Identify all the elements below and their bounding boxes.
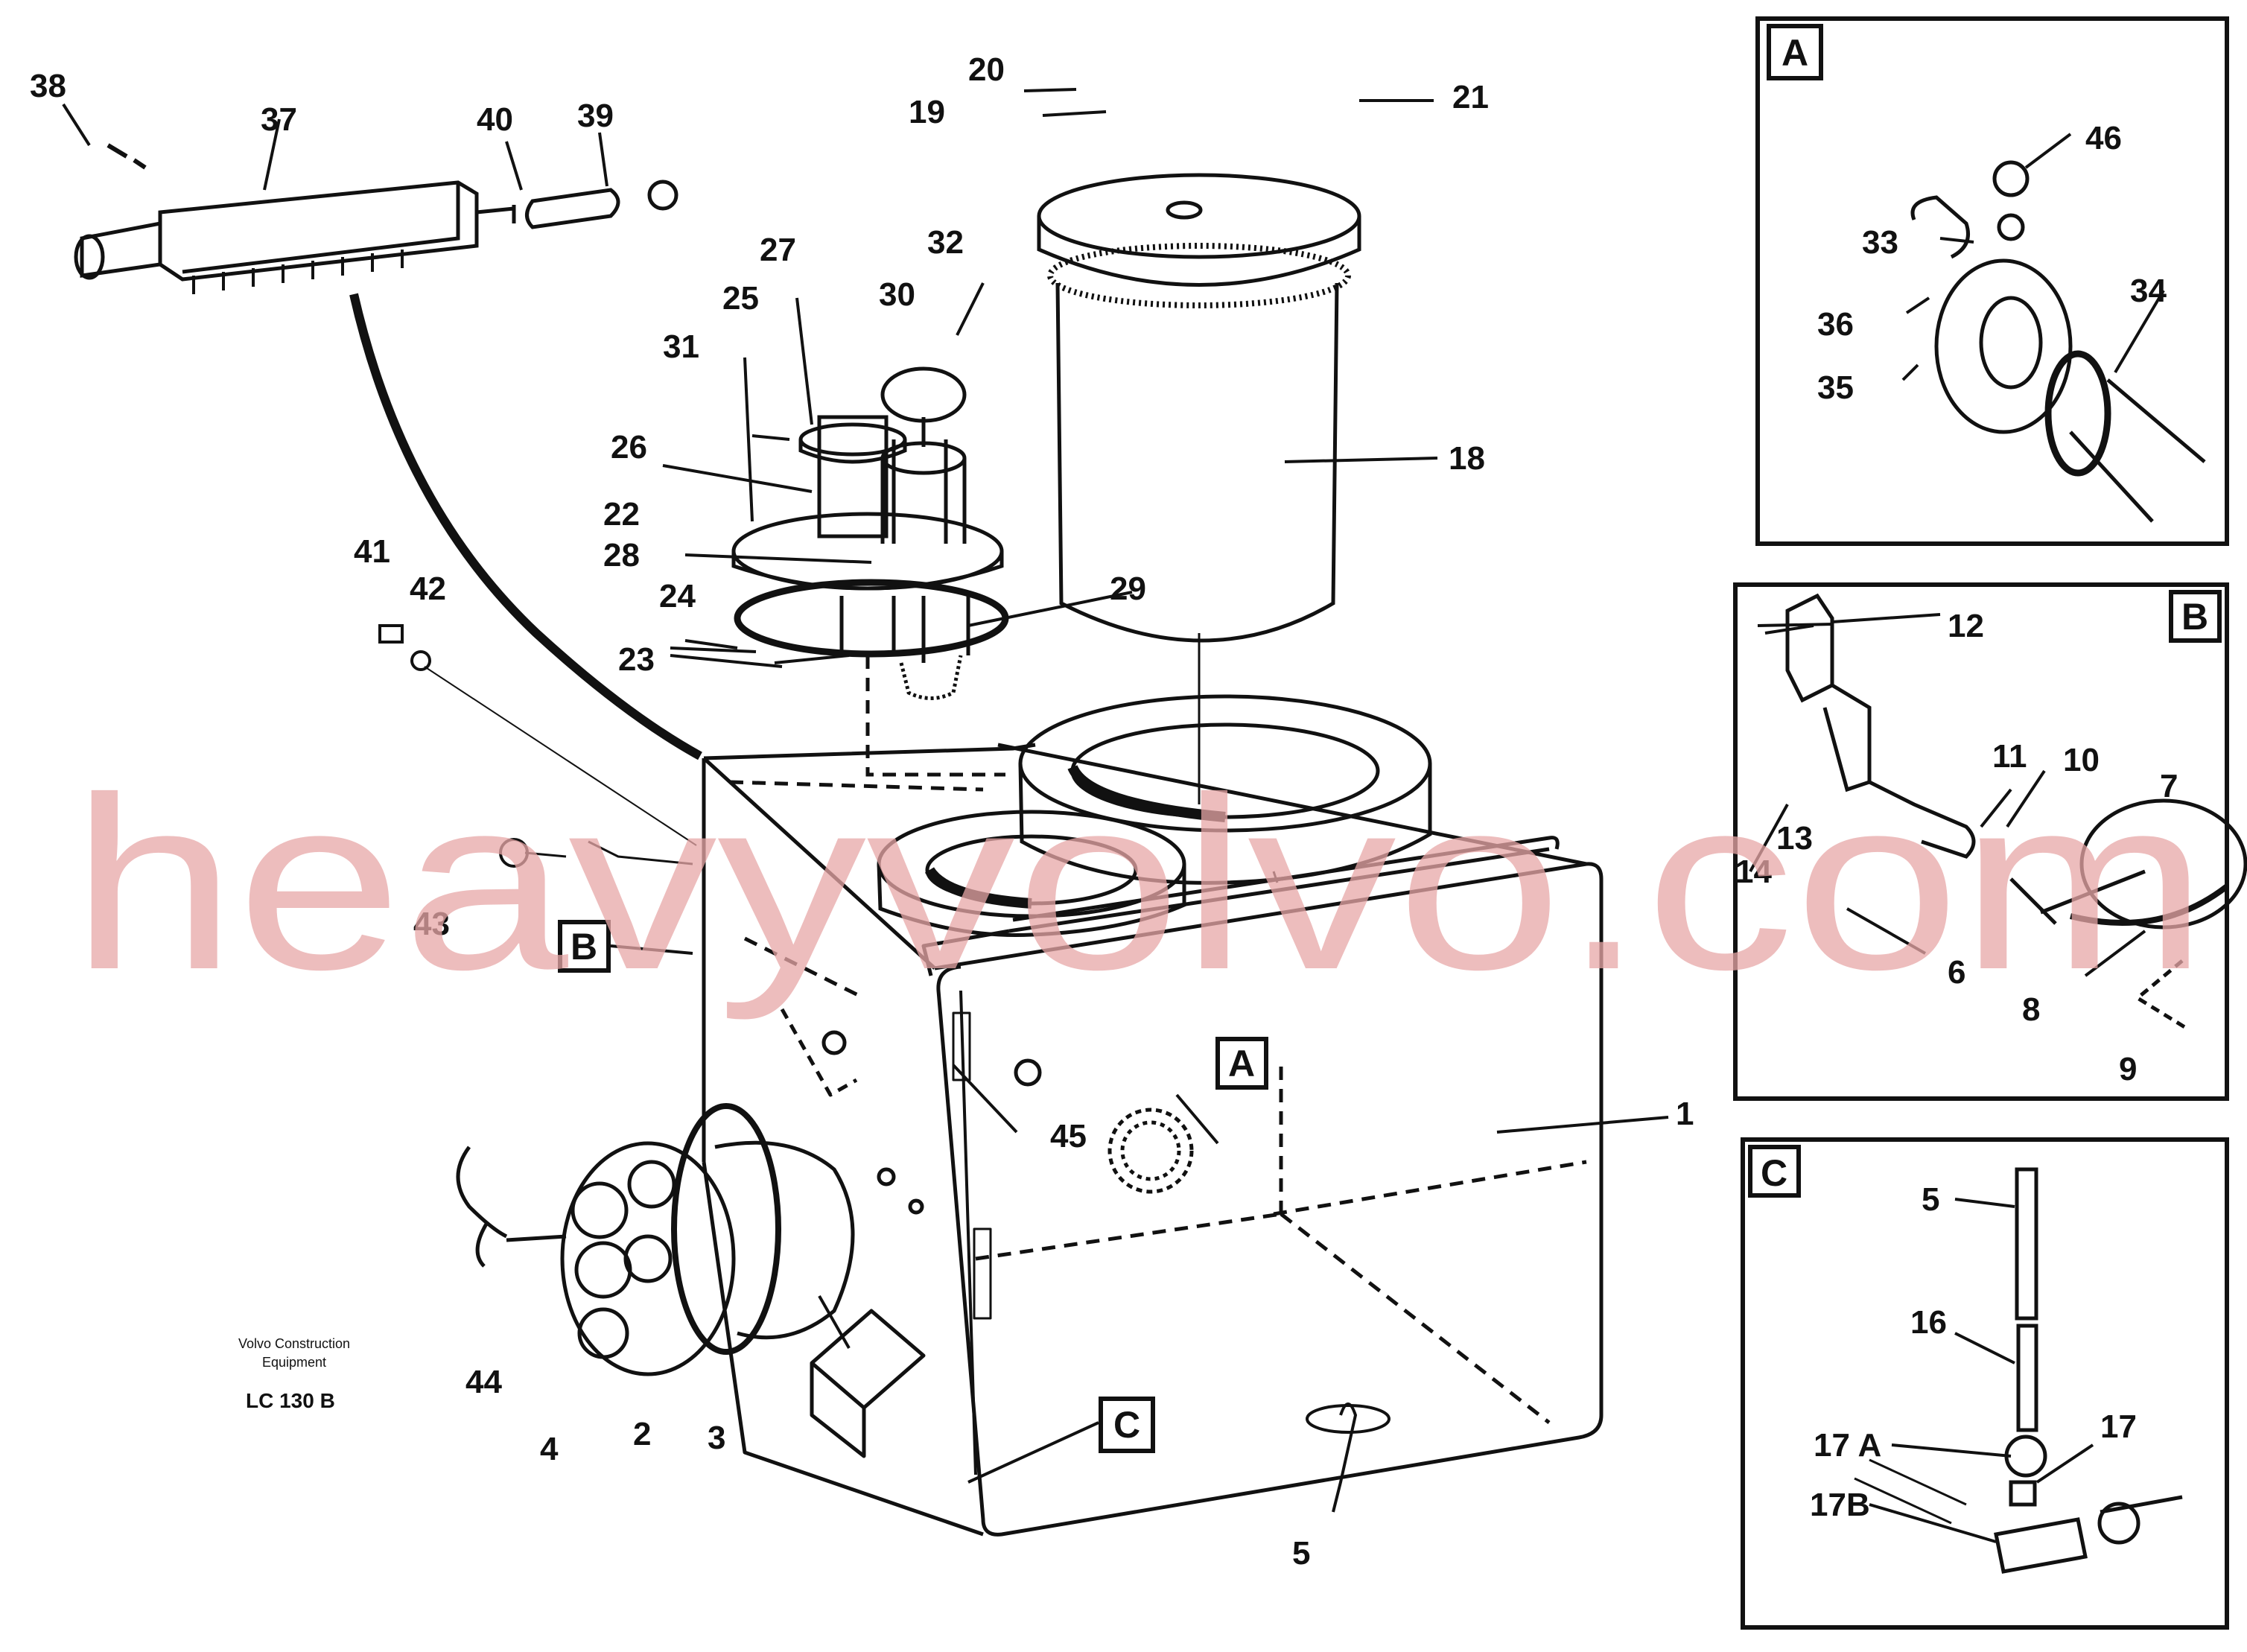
top-flange-large [1018, 694, 1432, 885]
label-21: 21 [1452, 79, 1489, 115]
suction-flange [456, 1103, 855, 1376]
watermark: heavyvolvo.com [71, 746, 2208, 1022]
leader-lines [62, 88, 2165, 1543]
view-b-drawing [1785, 593, 2247, 1030]
label-a33: 33 [1862, 224, 1898, 261]
label-26: 26 [611, 429, 647, 466]
label-b13: 13 [1776, 820, 1813, 857]
cover-assembly [731, 366, 1009, 777]
filter-element [1037, 173, 1361, 804]
view-marker-b: B [558, 920, 693, 973]
label-c5: 5 [1922, 1181, 1939, 1218]
label-25: 25 [722, 280, 759, 317]
label-1: 1 [1676, 1096, 1694, 1132]
label-b7: 7 [2160, 768, 2178, 804]
label-b12: 12 [1948, 608, 1984, 644]
label-45: 45 [1050, 1118, 1087, 1154]
view-a-frame [1755, 16, 2229, 546]
label-40: 40 [477, 101, 513, 138]
footer-line1: Volvo Construction [238, 1336, 350, 1351]
label-29: 29 [1110, 571, 1146, 607]
label-30: 30 [879, 276, 915, 313]
view-b-labels: 6 7 8 9 10 11 12 13 14 [1735, 608, 2178, 1087]
label-44: 44 [465, 1364, 502, 1400]
label-b6: 6 [1948, 954, 1965, 991]
svg-text:C: C [1761, 1152, 1787, 1194]
view-marker-a: A [1215, 1037, 1268, 1090]
label-a34: 34 [2130, 273, 2167, 309]
label-39: 39 [577, 98, 614, 134]
label-c17a: 17 A [1814, 1427, 1881, 1464]
svg-text:A: A [1782, 32, 1808, 74]
label-43: 43 [413, 906, 450, 942]
label-a36: 36 [1817, 306, 1854, 343]
hydraulic-tank [702, 743, 1604, 1537]
view-c-labels: 5 16 17 17 A 17B [1810, 1181, 2137, 1523]
small-parts [378, 624, 1391, 1513]
footer-block: Volvo Construction Equipment LC 130 B [238, 1336, 350, 1412]
manifold-block [74, 143, 678, 294]
label-42: 42 [410, 571, 446, 607]
svg-text:C: C [1113, 1404, 1140, 1446]
top-flange-small [877, 810, 1186, 938]
svg-text:B: B [2181, 596, 2208, 638]
label-20: 20 [968, 51, 1005, 88]
label-a35: 35 [1817, 369, 1854, 406]
label-c17b: 17B [1810, 1487, 1870, 1523]
part-number-labels: 1 2 3 4 5 18 19 20 21 22 23 24 25 26 27 … [30, 51, 1694, 1572]
label-b8: 8 [2022, 991, 2040, 1028]
label-b10: 10 [2063, 742, 2100, 778]
view-c-frame [1741, 1137, 2229, 1630]
label-c17: 17 [2100, 1408, 2137, 1445]
return-hose [349, 293, 702, 760]
label-38: 38 [30, 68, 66, 104]
view-a-labels: 33 34 35 36 46 [1817, 120, 2167, 406]
view-a-tag: A [1767, 24, 1823, 80]
label-27: 27 [760, 232, 796, 268]
label-b14: 14 [1735, 854, 1772, 890]
view-c-tag: C [1748, 1145, 1801, 1198]
label-41: 41 [354, 533, 390, 570]
label-22: 22 [603, 496, 640, 533]
label-a46: 46 [2085, 120, 2122, 156]
view-marker-c: C [967, 1397, 1155, 1484]
label-3: 3 [708, 1420, 725, 1456]
label-24: 24 [659, 578, 696, 614]
footer-line2: Equipment [262, 1355, 326, 1370]
svg-text:B: B [571, 926, 597, 968]
label-c16: 16 [1910, 1304, 1947, 1341]
label-19: 19 [909, 94, 945, 130]
svg-text:A: A [1228, 1043, 1255, 1084]
label-4: 4 [540, 1431, 559, 1467]
view-b-frame [1733, 582, 2229, 1101]
label-28: 28 [603, 537, 640, 574]
view-a-drawing [1910, 160, 2206, 523]
label-23: 23 [618, 641, 655, 678]
view-b-tag: B [2169, 590, 2222, 643]
label-5: 5 [1292, 1535, 1310, 1572]
label-2: 2 [633, 1416, 651, 1452]
label-18: 18 [1449, 440, 1485, 477]
label-b11: 11 [1992, 738, 2027, 775]
label-32: 32 [927, 224, 964, 261]
label-b9: 9 [2119, 1051, 2137, 1087]
label-31: 31 [663, 328, 699, 365]
model-code: LC 130 B [246, 1389, 335, 1412]
label-37: 37 [261, 101, 297, 138]
